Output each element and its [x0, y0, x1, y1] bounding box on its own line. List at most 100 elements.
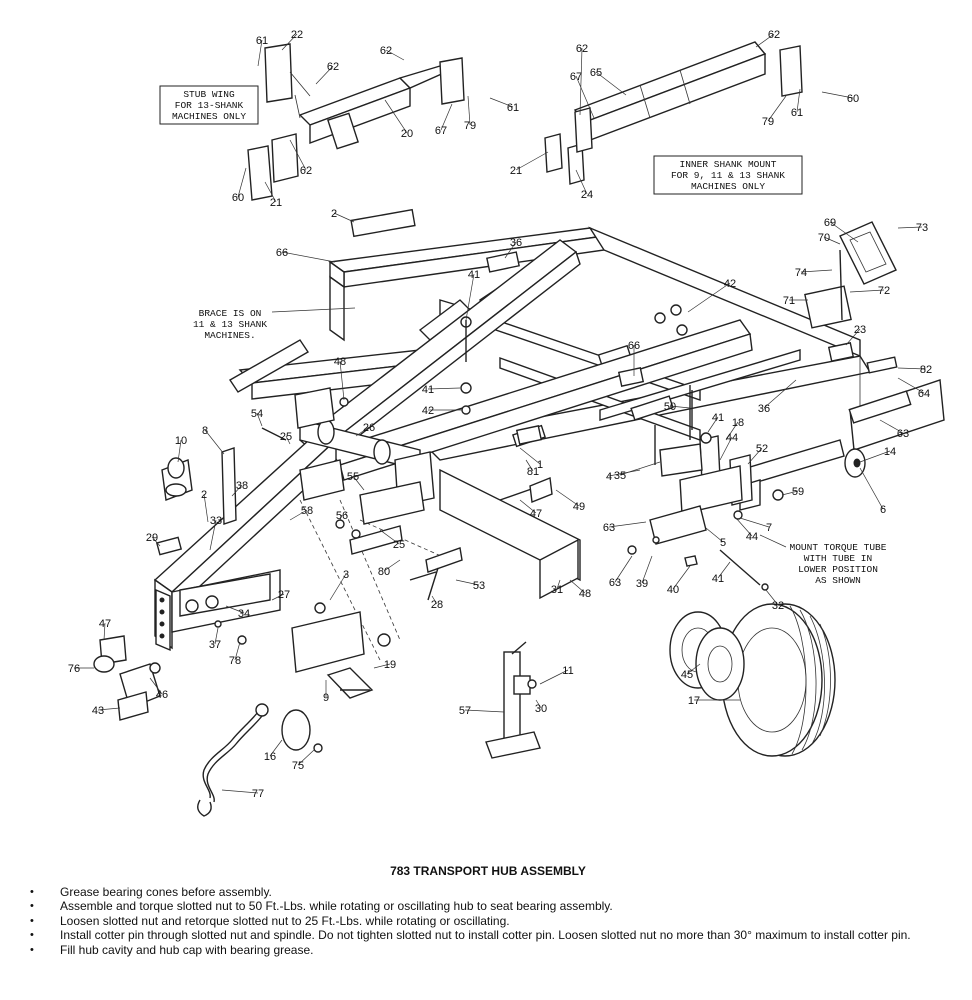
callout-leader [209, 519, 217, 551]
part-callout: 81 [527, 466, 539, 478]
callout-leader [333, 212, 355, 223]
diagonal-beams [229, 239, 753, 481]
callout-leader [504, 241, 517, 259]
callout-leader [271, 593, 285, 601]
callout-leader [264, 181, 277, 203]
part-callout: 74 [795, 267, 807, 279]
part-callout: 42 [422, 405, 434, 417]
part-callout: 21 [510, 165, 522, 177]
part-callout: 72 [878, 285, 890, 297]
instruction-item: Install cotter pin through slotted nut a… [28, 928, 948, 943]
callout-leader [569, 579, 586, 594]
part-callout: 79 [464, 120, 476, 132]
center-axle [294, 387, 581, 661]
inner-shank-mount-assembly [544, 41, 803, 185]
bracket-19 [291, 602, 391, 699]
part-callout: 4 [606, 471, 612, 483]
part-callout: 28 [431, 599, 443, 611]
callout-leader [97, 707, 121, 711]
callout-leader [489, 97, 514, 108]
callout-leader [339, 360, 345, 401]
part-callout: 11 [562, 665, 573, 677]
part-callout: 3 [343, 569, 349, 581]
callout-leader [285, 435, 291, 445]
callout-leader [686, 663, 701, 675]
part-callout: 78 [229, 655, 241, 667]
part-callout: 33 [210, 515, 222, 527]
part-callout: 53 [473, 580, 485, 592]
callout-leader [149, 677, 163, 695]
callout-leader [269, 739, 283, 757]
part-callout: 21 [270, 197, 282, 209]
part-callout: 36 [510, 237, 522, 249]
part-callout: 66 [628, 340, 640, 352]
part-callout: 24 [581, 189, 593, 201]
part-callout: 6 [880, 504, 886, 516]
part-callout: 32 [772, 600, 784, 612]
note-inner-shank-line: MACHINES ONLY [691, 181, 765, 192]
part-callout: 44 [726, 432, 738, 444]
callout-leader [221, 789, 259, 794]
callout-leader [352, 475, 365, 491]
part-callout: 76 [68, 663, 80, 675]
note-inner-shank-line: INNER SHANK MOUNT [680, 159, 777, 170]
part-callout: 57 [459, 705, 471, 717]
callout-leader [747, 447, 763, 465]
callout-leader [103, 622, 106, 641]
part-callout: 65 [590, 67, 602, 79]
part-callout: 54 [251, 408, 263, 420]
part-callout: 55 [347, 471, 359, 483]
part-callout: 43 [92, 705, 104, 717]
part-callout: 48 [334, 356, 346, 368]
part-callout: 36 [758, 403, 770, 415]
callout-leader [763, 379, 797, 409]
part-callout: 56 [336, 510, 348, 522]
callout-leader [719, 436, 733, 461]
callout-leader [519, 499, 537, 514]
part-callout: 58 [301, 505, 313, 517]
part-callout: 75 [292, 760, 304, 772]
callout-leader [339, 514, 343, 521]
part-callout: 69 [824, 217, 836, 229]
part-callout: 71 [783, 295, 795, 307]
callout-leader [455, 579, 480, 586]
part-callout: 67 [435, 125, 447, 137]
callout-leader [289, 509, 308, 521]
callout-leader [329, 573, 347, 601]
part-callout: 62 [327, 61, 339, 73]
callout-leader [177, 439, 182, 463]
callout-leader [467, 95, 471, 126]
part-callout: 62 [300, 165, 312, 177]
part-callout: 47 [99, 618, 111, 630]
callout-leader [707, 416, 719, 433]
part-callout: 17 [688, 695, 700, 707]
part-callout: 62 [380, 45, 392, 57]
part-callout: 27 [278, 589, 290, 601]
note-torque-tube-line: WITH TUBE IN [804, 553, 872, 564]
instructions-list: Grease bearing cones before assembly. As… [28, 885, 948, 958]
note-stub-wing-line: STUB WING [183, 89, 235, 100]
spindle-hub-mount [627, 385, 866, 591]
instructions-title: 783 TRANSPORT HUB ASSEMBLY [390, 864, 586, 878]
part-callout: 79 [762, 116, 774, 128]
callout-leader [384, 99, 408, 134]
callout-leader [231, 484, 243, 497]
callout-leader [879, 419, 904, 434]
part-callout: 73 [916, 222, 928, 234]
callout-leader [556, 579, 561, 590]
note-torque-tube-line: AS SHOWN [815, 575, 861, 586]
part-callout: 63 [609, 577, 621, 589]
callout-leader [765, 589, 779, 606]
part-callout: 45 [681, 669, 693, 681]
callout-leader [237, 167, 247, 198]
callout-leader [315, 65, 334, 85]
part-callout: 41 [422, 384, 434, 396]
note-brace: BRACE IS ON 11 & 13 SHANK MACHINES. [193, 307, 356, 341]
part-callout: 61 [507, 102, 519, 114]
part-callout: 63 [603, 522, 615, 534]
callout-leader [845, 328, 861, 346]
part-callout: 64 [918, 388, 930, 400]
part-callout: 77 [252, 788, 264, 800]
callout-leader [575, 169, 588, 195]
